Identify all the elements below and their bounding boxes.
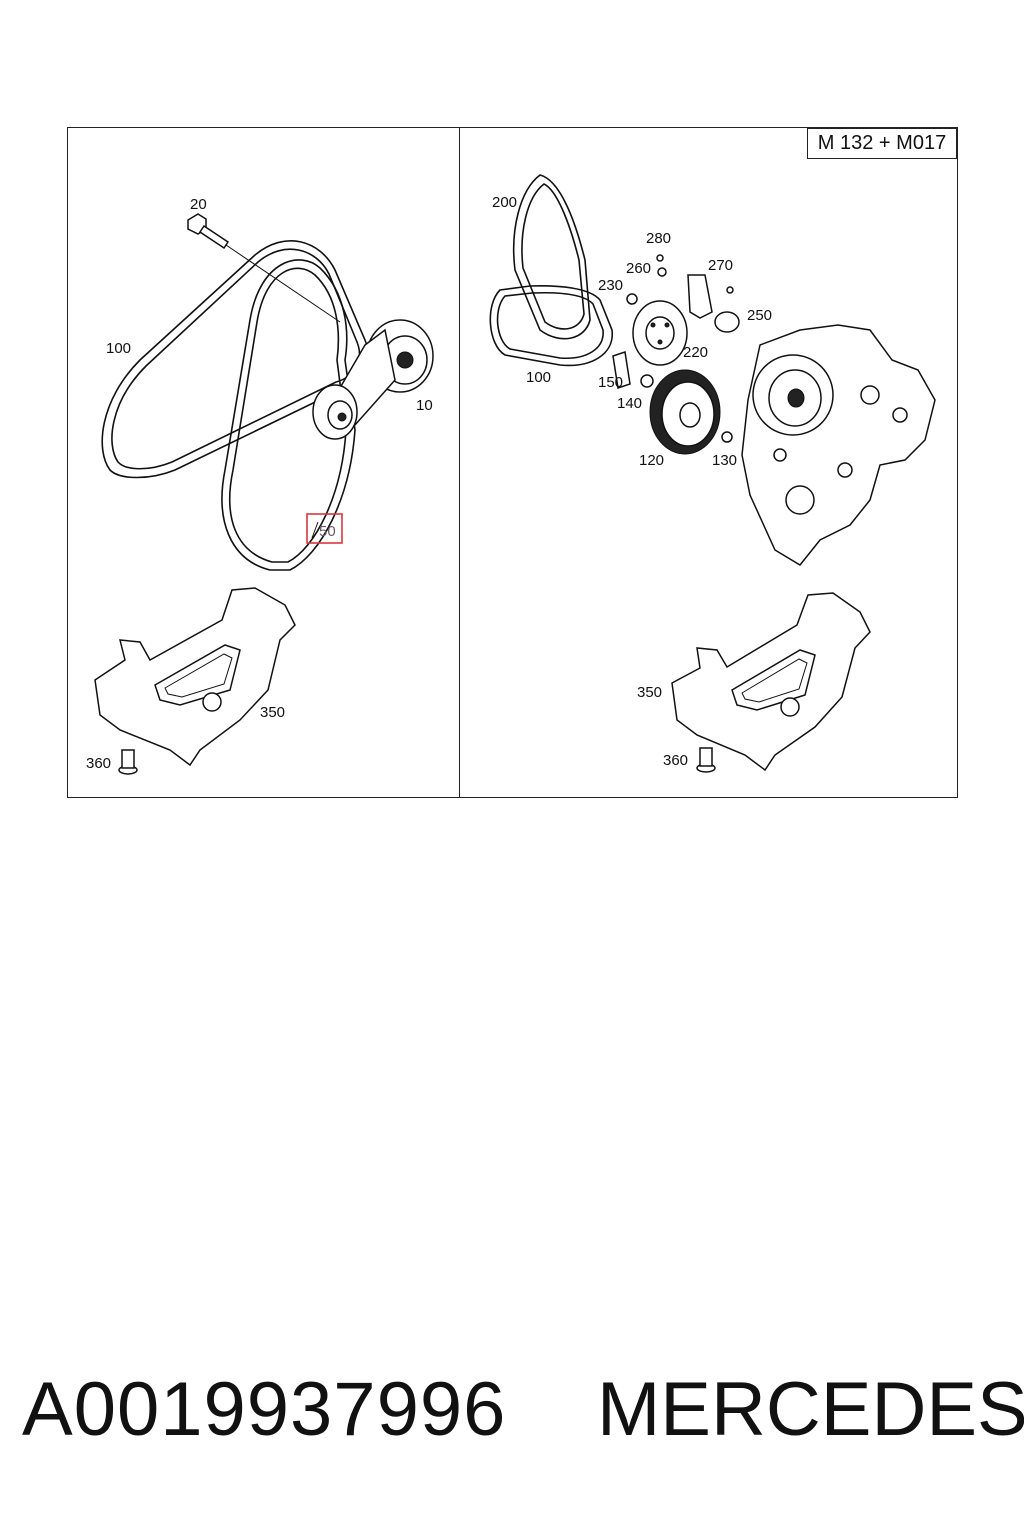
callout-50[interactable]: 50 xyxy=(319,523,336,540)
callout-150: 150 xyxy=(598,374,623,391)
clip-360-drawing-right xyxy=(696,747,716,773)
belt-100-drawing xyxy=(101,240,369,479)
diagram-frame xyxy=(67,127,958,798)
belt-200-drawing xyxy=(512,174,591,340)
callout-120: 120 xyxy=(639,452,664,469)
callout-140: 140 xyxy=(617,395,642,412)
model-code-label: M 132 + M017 xyxy=(807,128,957,159)
callout-280: 280 xyxy=(646,230,671,247)
right-panel: 200 280 260 270 230 250 220 100 150 140 … xyxy=(489,174,936,773)
callout-260: 260 xyxy=(626,260,651,277)
callout-350-right: 350 xyxy=(637,684,662,701)
callout-20: 20 xyxy=(190,196,207,213)
callout-250: 250 xyxy=(747,307,772,324)
pulley-220-drawing xyxy=(632,300,688,366)
belt-100-drawing-right xyxy=(489,285,613,367)
callout-100-right: 100 xyxy=(526,369,551,386)
callout-130: 130 xyxy=(712,452,737,469)
callout-270: 270 xyxy=(708,257,733,274)
belt-50-drawing xyxy=(221,259,356,571)
callout-10: 10 xyxy=(416,397,433,414)
clip-360-drawing-left xyxy=(118,749,138,775)
callout-200: 200 xyxy=(492,194,517,211)
cover-350-drawing-right xyxy=(671,592,871,772)
callout-360-right: 360 xyxy=(663,752,688,769)
bolt-20-drawing xyxy=(187,213,341,323)
small-parts-drawing xyxy=(612,254,740,443)
pulley-120-drawing xyxy=(649,369,721,455)
left-panel: 20 100 10 50 350 360 xyxy=(86,196,434,775)
cover-350-drawing-left xyxy=(94,587,296,767)
brand-name: MERCEDES xyxy=(597,1367,1024,1452)
callout-220: 220 xyxy=(683,344,708,361)
engine-housing-drawing xyxy=(741,324,936,566)
callout-100: 100 xyxy=(106,340,131,357)
panel-divider xyxy=(459,127,461,798)
callout-360-left: 360 xyxy=(86,755,111,772)
callout-350-left: 350 xyxy=(260,704,285,721)
highlight-box xyxy=(306,513,343,544)
callout-230: 230 xyxy=(598,277,623,294)
tensioner-10-drawing xyxy=(312,319,434,440)
part-number: A0019937996 xyxy=(22,1367,507,1452)
